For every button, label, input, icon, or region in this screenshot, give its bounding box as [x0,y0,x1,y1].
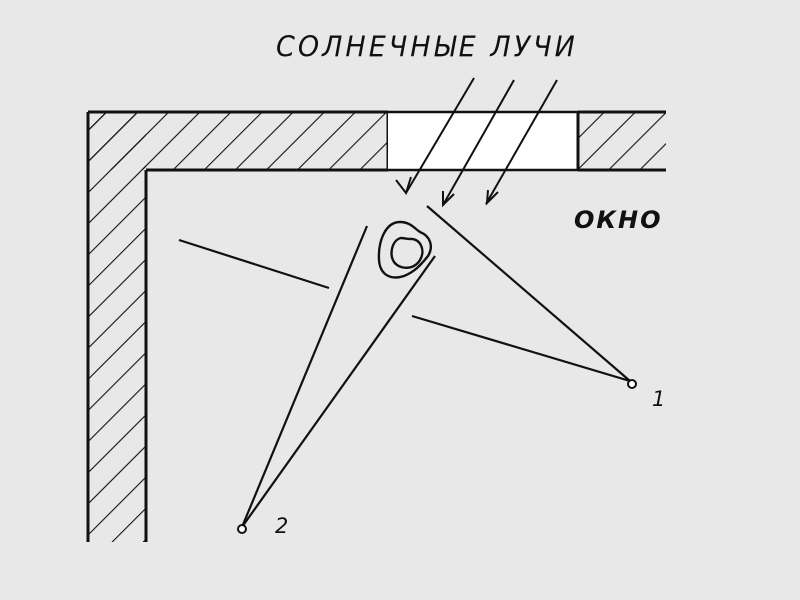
sun-ray-2-arrowhead [442,191,455,208]
sightline-1-lower-b [411,314,631,383]
sightline-2-left [240,225,369,528]
sun-ray-2 [442,79,515,206]
object-outline [377,220,432,279]
sightline-1-upper [426,205,631,382]
left-wall [86,112,148,542]
sun-ray-1-arrowhead [395,176,412,196]
sightline-1-lower-a [178,238,330,290]
observer-2-sightlines [240,225,436,528]
top-wall-right [576,110,666,172]
lit-object [377,220,432,279]
sun-ray-3 [485,79,558,205]
object-highlight [390,236,424,269]
sun-ray-1 [405,77,475,194]
window-opening [388,110,578,172]
top-wall-left [88,110,390,172]
observer-1-sightlines [178,205,631,383]
observer-1-point [627,379,637,389]
observer-1-label: 1 [652,387,666,411]
sun-rays [395,77,558,208]
window-label: ОКНО [574,206,663,234]
sun-ray-3-arrowhead [485,189,499,206]
sun-rays-label: СОЛНЕЧНЫЕ ЛУЧИ [276,31,578,64]
observer-2-point [237,524,247,534]
sightline-2-right [241,255,436,528]
observer-2-label: 2 [275,514,289,538]
